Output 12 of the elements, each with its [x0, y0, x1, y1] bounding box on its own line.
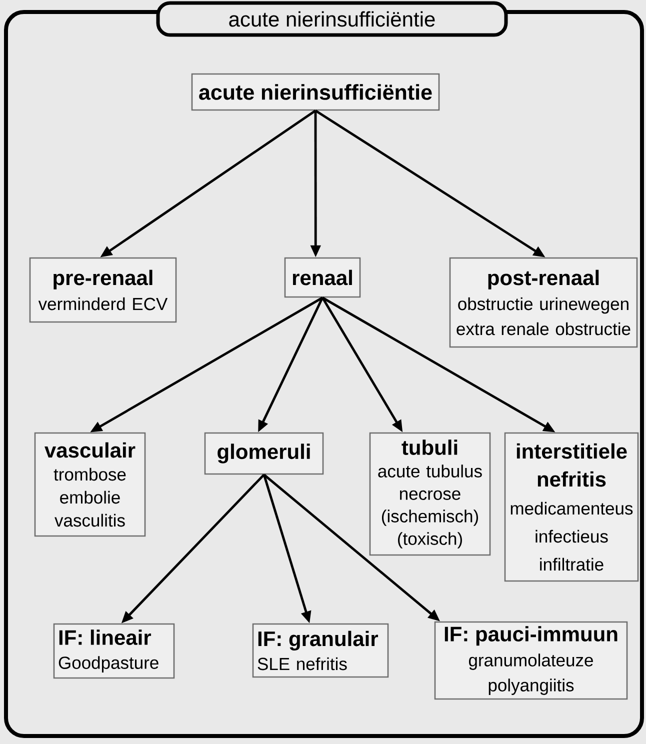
text-box: glomeruli	[204, 432, 324, 475]
text-box: interstitiele nefritis medicamenteus infectieus infiltratie	[504, 432, 639, 582]
text-box: pre-renaal verminderd ECV	[29, 257, 177, 323]
text-box: vasculair trombose embolie vasculitis	[34, 432, 146, 537]
text-box: renaal	[284, 257, 361, 298]
text-box: IF: granulair SLE nefritis	[252, 623, 389, 678]
text-box: IF: lineair Goodpasture	[53, 623, 175, 679]
text-box: post-renaal obstructie urinewegen extra renale obstructie	[449, 257, 638, 348]
title-tab: acute nierinsufficiëntie	[156, 1, 508, 37]
text-box: IF: pauci-immuun granumolateuze polyangiitis	[434, 621, 628, 700]
text-box: tubuli acute tubulus necrose (ischemisch) (toxisch)	[369, 432, 491, 556]
text-box: acute nierinsufficiëntie	[191, 73, 440, 111]
